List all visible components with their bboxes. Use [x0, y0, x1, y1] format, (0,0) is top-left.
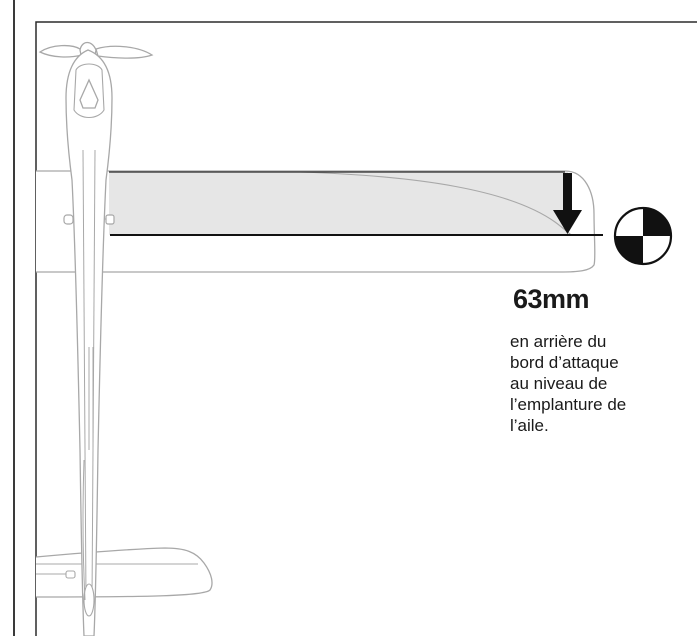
cg-description-line: l’emplanture de — [510, 395, 627, 414]
cg-description-line: au niveau de — [510, 374, 608, 393]
center-of-gravity-symbol — [613, 206, 673, 266]
cg-measurement: 63mm — [513, 284, 590, 314]
wing — [36, 170, 596, 273]
cg-range-shading — [109, 172, 568, 235]
cg-description: en arrière du bord d’attaque au niveau d… — [510, 331, 685, 436]
cg-description-line: en arrière du — [510, 332, 607, 351]
cg-description-line: bord d’attaque — [510, 353, 619, 372]
cg-description-line: l’aile. — [510, 416, 549, 435]
fuselage — [65, 49, 113, 636]
arrow-down-icon — [553, 173, 582, 234]
propeller — [38, 41, 154, 61]
horizontal-stabilizer — [35, 547, 213, 598]
page-frame — [13, 0, 697, 636]
